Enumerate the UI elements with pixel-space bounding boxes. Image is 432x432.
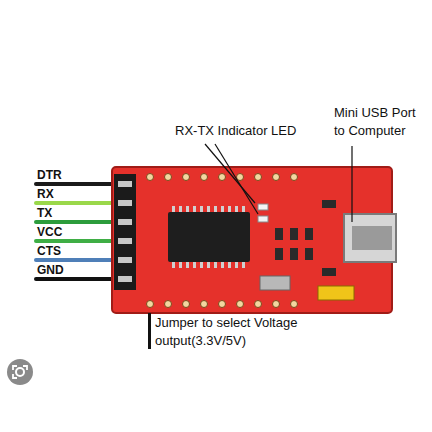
pin-label: DTR xyxy=(37,167,97,183)
mini-usb-opening xyxy=(352,226,392,250)
callout-label: Jumper to select Voltage output(3.3V/5V) xyxy=(155,314,333,349)
pin-label: GND xyxy=(37,262,97,278)
leader-line xyxy=(215,144,258,214)
wire xyxy=(36,258,118,262)
callout-bar xyxy=(148,313,151,349)
usb-uart-chip xyxy=(168,212,250,262)
crystal xyxy=(260,276,290,290)
pin-label: VCC xyxy=(37,224,97,240)
pin-label: CTS xyxy=(37,243,97,259)
leader-line xyxy=(205,144,255,203)
pin-label: TX xyxy=(37,205,97,221)
wire xyxy=(36,239,118,243)
wires xyxy=(36,184,118,279)
wire xyxy=(36,277,118,281)
voltage-jumper xyxy=(318,286,354,300)
pin-header xyxy=(114,174,136,290)
callout-label: RX-TX Indicator LED xyxy=(175,122,335,140)
wire xyxy=(36,220,118,224)
leader-line xyxy=(351,146,352,222)
smd-parts xyxy=(275,200,336,276)
led xyxy=(258,204,268,210)
header-pins xyxy=(118,181,132,282)
hole-rows xyxy=(147,174,298,308)
wire xyxy=(36,201,118,205)
lens-icon-inner xyxy=(16,368,24,376)
wire xyxy=(36,182,118,186)
lens-icon xyxy=(7,359,33,385)
callout-label: Mini USB Port to Computer xyxy=(334,104,422,139)
pin-label: RX xyxy=(37,186,97,202)
led xyxy=(258,216,268,222)
chip-legs xyxy=(172,206,245,268)
lens-icon-frame xyxy=(13,366,27,378)
